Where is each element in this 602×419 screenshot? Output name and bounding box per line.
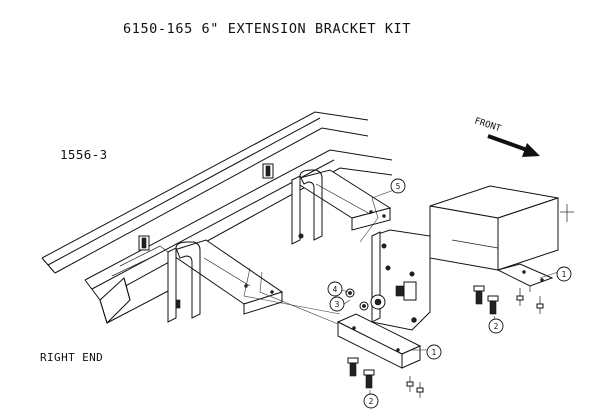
receiver-tube xyxy=(370,185,574,331)
frame-rails xyxy=(41,111,393,324)
side-label: RIGHT END xyxy=(40,351,103,364)
front-extension-bracket xyxy=(166,239,284,323)
svg-text:3: 3 xyxy=(335,300,340,309)
callout-2-bracket: 2 xyxy=(363,393,379,409)
leader-lines xyxy=(243,189,559,400)
callout-1-bracket: 1 xyxy=(426,344,442,360)
rear-extension-bracket xyxy=(290,169,392,245)
svg-text:4: 4 xyxy=(333,285,338,294)
svg-text:1: 1 xyxy=(432,348,437,357)
callout-2-receiver: 2 xyxy=(488,318,504,334)
svg-text:2: 2 xyxy=(494,322,499,331)
svg-text:5: 5 xyxy=(396,182,401,191)
front-label: FRONT xyxy=(473,116,502,134)
loose-hardware xyxy=(336,285,544,398)
svg-text:1: 1 xyxy=(562,270,567,279)
callout-3: 3 xyxy=(329,296,345,312)
callout-4: 4 xyxy=(327,281,343,297)
callout-5: 5 xyxy=(390,178,406,194)
part-code: 1556-3 xyxy=(60,147,108,162)
kit-title: 6150-165 6" EXTENSION BRACKET KIT xyxy=(123,21,411,37)
front-arrow-icon xyxy=(487,134,540,157)
svg-text:2: 2 xyxy=(369,397,374,406)
callout-1-receiver: 1 xyxy=(556,266,572,282)
cross-clips xyxy=(138,163,274,251)
